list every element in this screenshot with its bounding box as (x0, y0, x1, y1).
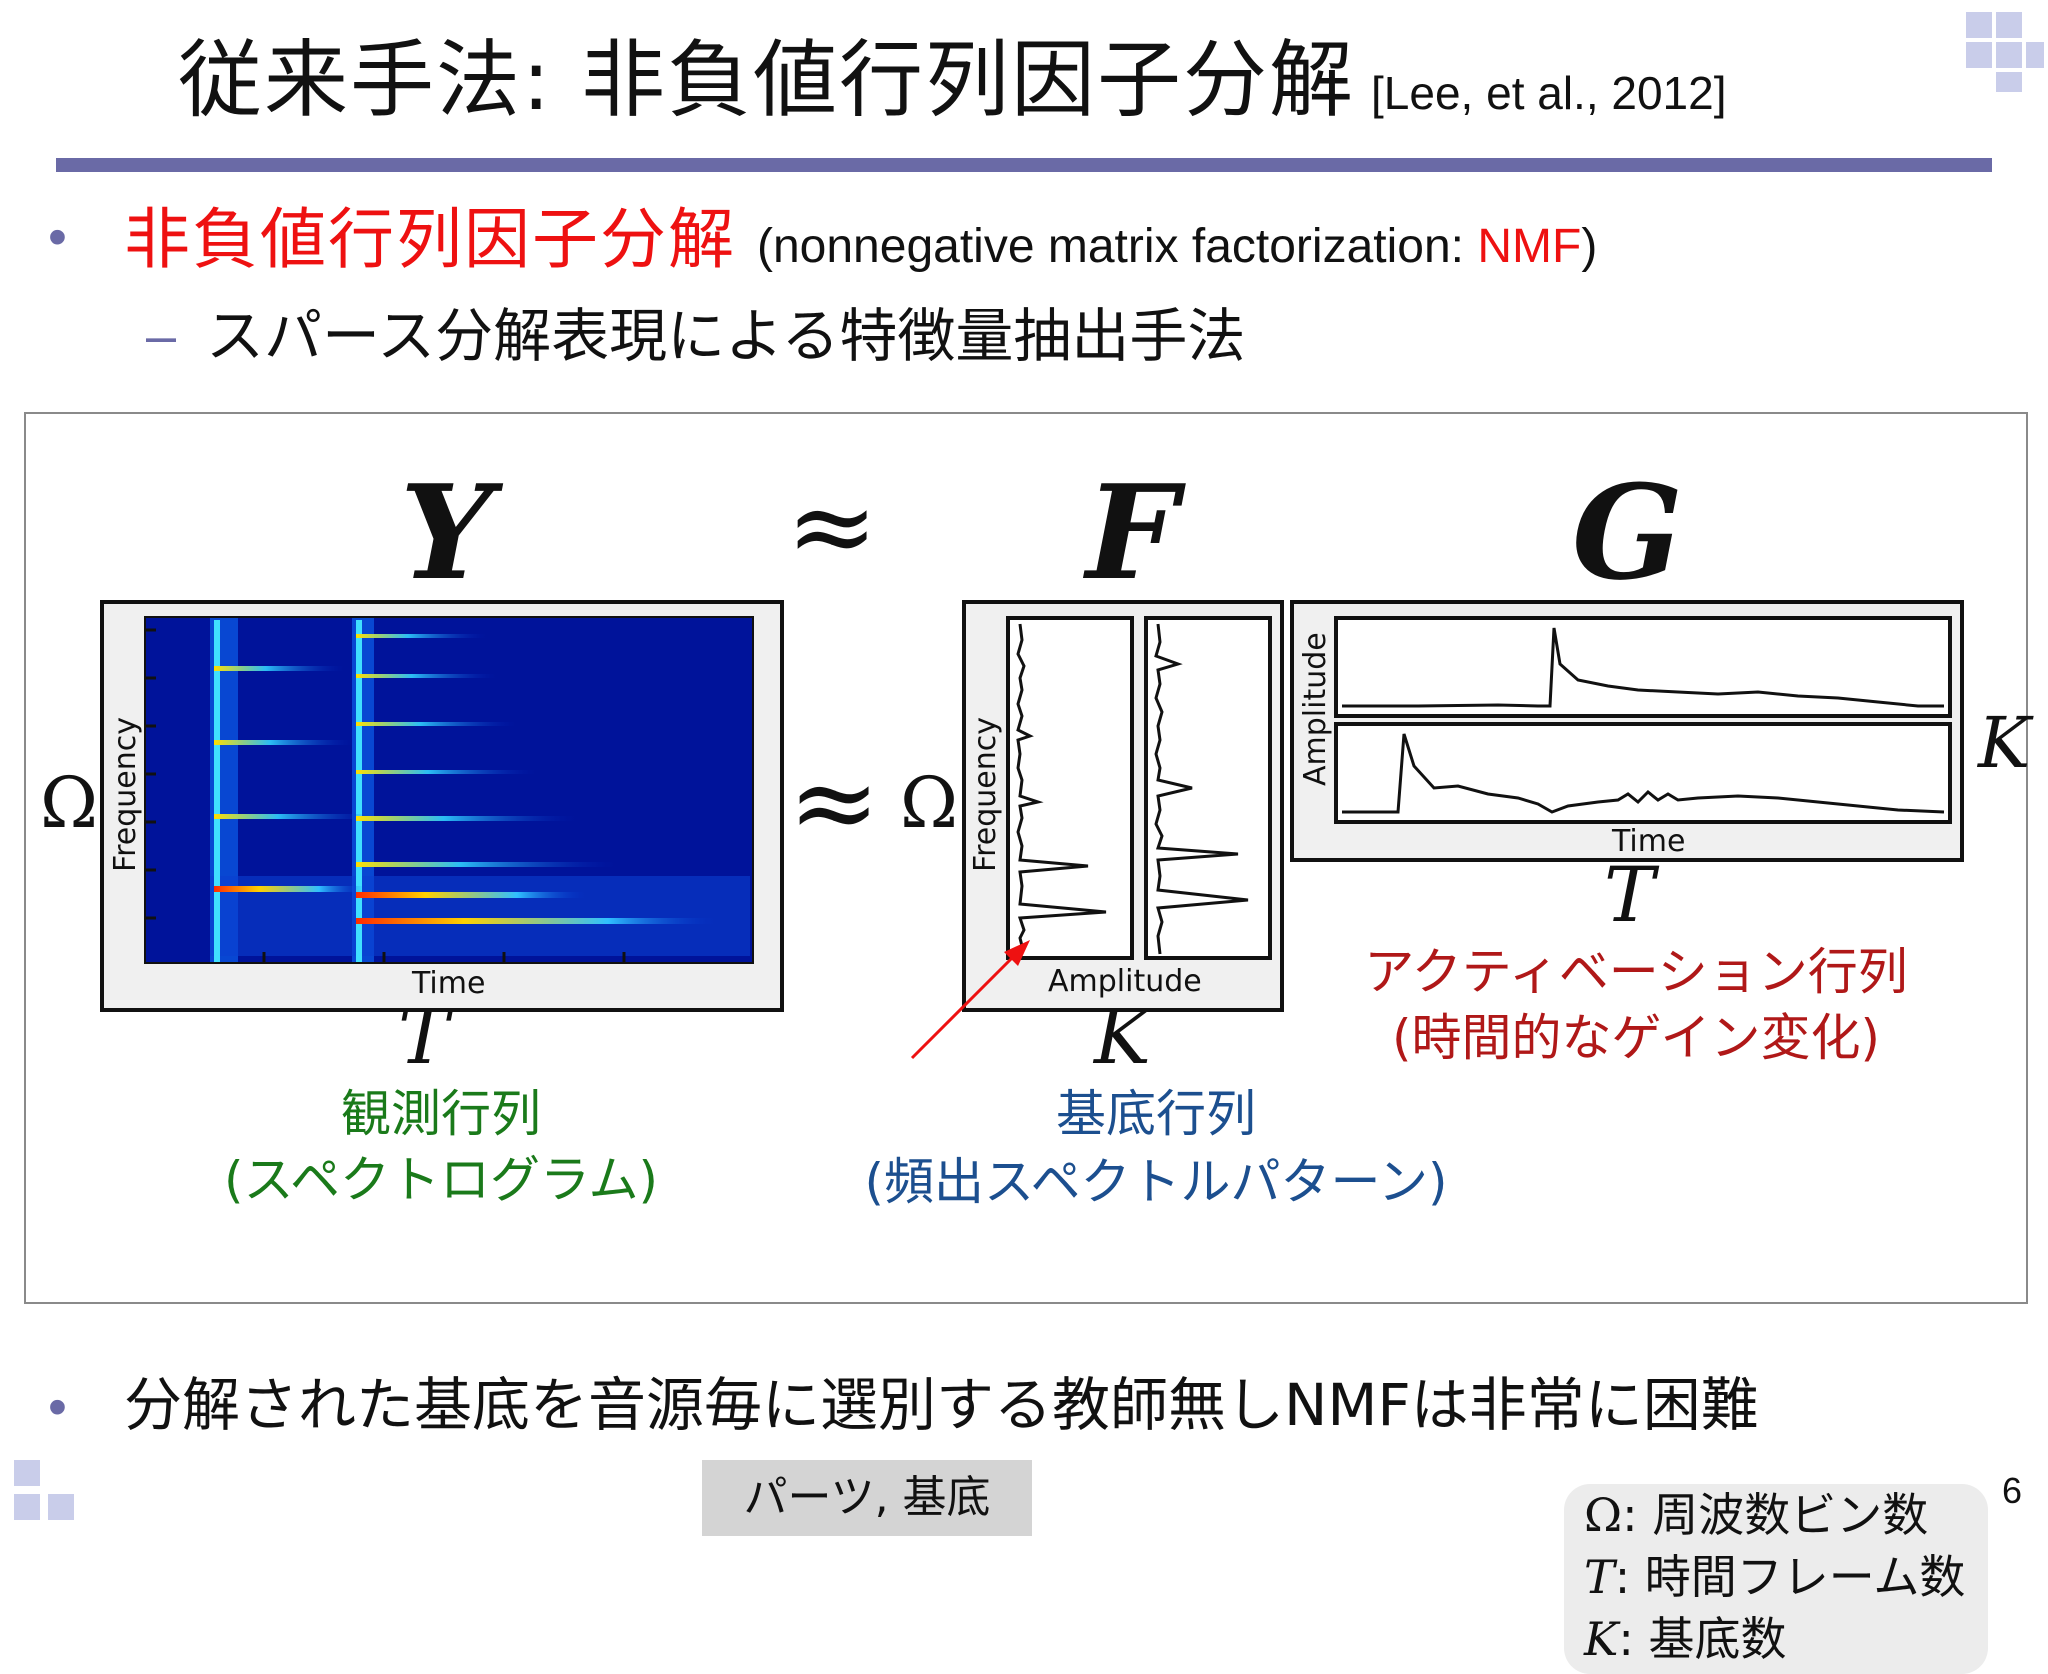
parts-arrow (910, 940, 1030, 1060)
bullet-marker-2: • (48, 1377, 67, 1437)
title-citation: [Lee, et al., 2012] (1371, 67, 1727, 119)
bullet-1: 非負値行列因子分解 (nonnegative matrix factorizat… (124, 190, 1597, 297)
bullet-1-abbr: NMF (1477, 220, 1582, 273)
symbol-omega-left: Ω (40, 762, 99, 844)
observation-caption-1: 観測行列 (341, 1085, 541, 1143)
basis-plot-1 (1006, 616, 1134, 960)
spectrogram-image (144, 616, 754, 964)
activation-ylabel: Amplitude (1298, 632, 1333, 786)
activation-panel: Amplitude Time (1290, 600, 1964, 862)
title-main: 従来手法: 非負値行列因子分解 (178, 31, 1356, 129)
basis-curve-1 (1016, 623, 1107, 955)
activation-curve-1 (1342, 627, 1944, 708)
activation-plot-1 (1334, 616, 1952, 718)
bullet-2: 分解された基底を音源毎に選別する教師無しNMFは非常に困難 (124, 1371, 1759, 1439)
bullet-1-paren-open: (nonnegative matrix factorization: (756, 220, 1478, 273)
symbol-T-right: T (1604, 850, 1655, 939)
sub-bullet-dash: – (146, 306, 177, 366)
bullet-1-term: 非負値行列因子分解 (124, 201, 736, 278)
observation-caption-2: (スペクトログラム) (223, 1151, 658, 1209)
activation-caption-2: (時間的なゲイン変化) (1391, 1009, 1880, 1067)
basis-caption-2: (頻出スペクトルパターン) (864, 1153, 1448, 1211)
basis-curve-2 (1154, 623, 1249, 955)
basis-panel: Frequency Amplitude (962, 600, 1284, 1012)
bullet-marker-1: • (48, 207, 67, 267)
parts-label: パーツ, 基底 (702, 1460, 1032, 1536)
symbol-legend: Ω: 周波数ビン数 T: 時間フレーム数 K: 基底数 (1564, 1484, 1988, 1674)
spectrogram-panel: Frequency Time (100, 600, 784, 1012)
symbol-F: F (1086, 456, 1179, 609)
legend-item-K: K: 基底数 (1584, 1612, 1787, 1666)
symbol-approx-mid: ≈ (788, 738, 881, 866)
basis-xlabel: Amplitude (1048, 964, 1202, 999)
page-number: 6 (2002, 1470, 2023, 1511)
symbol-omega-mid: Ω (900, 762, 959, 844)
activation-curve-2 (1342, 733, 1945, 814)
spectrogram-ylabel: Frequency (108, 717, 143, 872)
legend-item-T: T: 時間フレーム数 (1584, 1550, 1966, 1604)
basis-ylabel: Frequency (968, 717, 1003, 872)
activation-plot-2 (1334, 722, 1952, 824)
nmf-figure: Y ≈ F G Ω ≈ Ω K T K T (24, 412, 2031, 1674)
slide-title: 従来手法: 非負値行列因子分解 [Lee, et al., 2012] (178, 30, 1727, 143)
basis-caption-1: 基底行列 (1056, 1085, 1256, 1143)
symbol-approx-top: ≈ (786, 462, 879, 590)
bullet-1-paren-close: ) (1581, 220, 1598, 273)
basis-plot-2 (1144, 616, 1272, 960)
activation-caption-1: アクティベーション行列 (1364, 943, 1908, 1001)
symbol-G: G (1572, 456, 1684, 609)
symbol-Y: Y (400, 456, 493, 609)
activation-xlabel: Time (1612, 824, 1686, 859)
legend-item-omega: Ω: 周波数ビン数 (1584, 1488, 1929, 1542)
symbol-K-right: K (1978, 702, 2031, 784)
title-underline (56, 158, 1992, 172)
sub-bullet-1: スパース分解表現による特徴量抽出手法 (206, 302, 1246, 370)
spectrogram-xlabel: Time (412, 966, 486, 1001)
